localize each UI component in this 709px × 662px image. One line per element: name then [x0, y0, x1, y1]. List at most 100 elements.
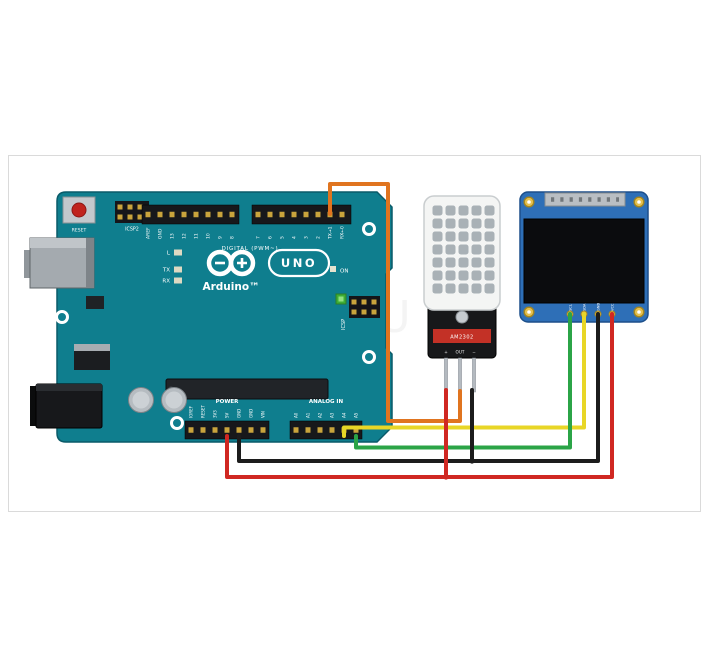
oled-screw-hole-center: [637, 200, 641, 204]
digital-header-label: DIGITAL (PWM~): [222, 246, 279, 252]
uno-badge: [267, 248, 331, 278]
uno-label: UNO: [281, 256, 317, 270]
oled-pin-label: SCL: [568, 304, 572, 311]
arduino-brand: Arduino™: [202, 281, 259, 293]
icsp2-label: ICSP2: [125, 227, 139, 233]
pin-label: 12: [182, 233, 188, 239]
oled-screw-hole-center: [527, 200, 531, 204]
wire-sda-yellow: [342, 312, 586, 438]
icsp-label: ICSP: [341, 319, 347, 330]
barrel-jack-front: [30, 386, 38, 426]
pin-label: 5: [280, 236, 286, 239]
usb-highlight: [30, 238, 94, 248]
pin-label: 9: [218, 236, 224, 239]
pin-label: TX→1: [328, 226, 334, 240]
dht22-module-label: AM2302: [450, 335, 473, 341]
icsp-header: ICSP: [341, 296, 380, 330]
icsp-block: [349, 296, 380, 318]
dht22-pin: [472, 357, 476, 393]
on-label: ON: [340, 269, 348, 275]
oled-screen: [523, 218, 645, 304]
wire-vcc-red: [225, 312, 614, 479]
dht22-pin-label: +: [444, 350, 448, 355]
digital-header: AREF GND 13 12 11 10 9 8 7 6 5 4 3 2 TX→…: [141, 204, 352, 252]
oled-pin-label: GND: [596, 303, 600, 311]
wire-data-orange: [328, 182, 462, 423]
pin-label: 6: [268, 236, 274, 239]
pin-label: 7: [256, 236, 262, 239]
pin-label: 2: [316, 236, 322, 239]
pin-label: A2: [318, 412, 323, 418]
regulator-body: [74, 351, 110, 370]
pin-label: A1: [306, 412, 311, 418]
usb-port: [24, 237, 95, 289]
pin-label: GND: [158, 228, 164, 239]
dht22-sensor: AM2302 + OUT −: [423, 195, 501, 393]
mounting-hole: [170, 416, 184, 430]
onboard-components: [74, 296, 329, 413]
dht22-label-strip: [433, 329, 491, 343]
oled-display: SCL SDA GND VCC: [519, 191, 649, 323]
pin-label: RX←0: [340, 226, 346, 239]
analog-strip: [289, 420, 363, 440]
led-tx-label: TX: [162, 268, 170, 274]
pin-label: A5: [354, 412, 359, 418]
pin-label: 4: [292, 236, 298, 239]
power-header-label: POWER: [216, 399, 240, 405]
led-tx: [174, 266, 182, 273]
pin-label: AREF: [146, 227, 152, 239]
oled-ribbon-connector: [544, 192, 626, 207]
capacitor-top: [132, 391, 150, 409]
barrel-jack-top: [36, 384, 102, 391]
wire-scl-green: [354, 312, 572, 450]
digital-strip-right: [251, 204, 352, 225]
pin-label: IOREF: [189, 405, 194, 418]
led-l-label: L: [167, 251, 171, 257]
pin-label: A4: [342, 412, 347, 418]
pin-label: 11: [194, 233, 200, 239]
pin-label: GND: [249, 409, 254, 418]
smd-chip: [86, 296, 104, 309]
power-header: POWER IOREF RESET 3V3 5V GND GND VIN: [184, 399, 270, 440]
mcu-chip: [165, 378, 329, 400]
wire-junction: [443, 474, 449, 480]
digital-strip-left: [141, 204, 240, 225]
arduino-logo: UNO Arduino™: [202, 248, 331, 293]
logo-plus: [237, 258, 247, 268]
pin-label: VIN: [261, 411, 266, 418]
led-rx: [174, 277, 182, 284]
usb-plug-tab: [24, 250, 30, 278]
pin-label: 13: [170, 233, 176, 239]
regulator-tab: [74, 344, 110, 351]
pin-label: 3V3: [213, 410, 218, 418]
arduino-board: RESET ICSP2 AREF GND 13 12 11 10 9 8 7 6…: [24, 191, 393, 443]
oled-screw-hole-center: [637, 310, 641, 314]
oled-screw-hole-center: [527, 310, 531, 314]
pin-label: A3: [330, 412, 335, 418]
analog-header-label: ANALOG IN: [309, 399, 344, 405]
dht22-screw-hole: [455, 310, 469, 324]
dht22-pin: [444, 357, 448, 393]
pin-label: 8: [230, 236, 236, 239]
barrel-jack: [30, 383, 103, 429]
pin-label: 3: [304, 236, 310, 239]
power-led-core: [338, 296, 344, 302]
status-leds: L TX RX ON: [162, 249, 348, 305]
reset-button-cap: [71, 202, 87, 218]
mounting-hole: [55, 310, 69, 324]
pin-label: GND: [237, 409, 242, 418]
wire-junction: [469, 458, 475, 464]
reset-label: RESET: [72, 228, 87, 234]
icsp2-header: ICSP2: [115, 201, 149, 233]
wire-gnd-black: [237, 312, 600, 463]
dht22-grid: [431, 204, 495, 295]
usb-edge: [86, 238, 94, 288]
led-rx-label: RX: [162, 279, 170, 285]
dht22-pin-label: −: [472, 350, 476, 355]
mounting-hole: [362, 222, 376, 236]
logo-circle-plus: [228, 249, 256, 277]
pin-label: A0: [294, 412, 299, 418]
capacitor-top: [165, 391, 183, 409]
